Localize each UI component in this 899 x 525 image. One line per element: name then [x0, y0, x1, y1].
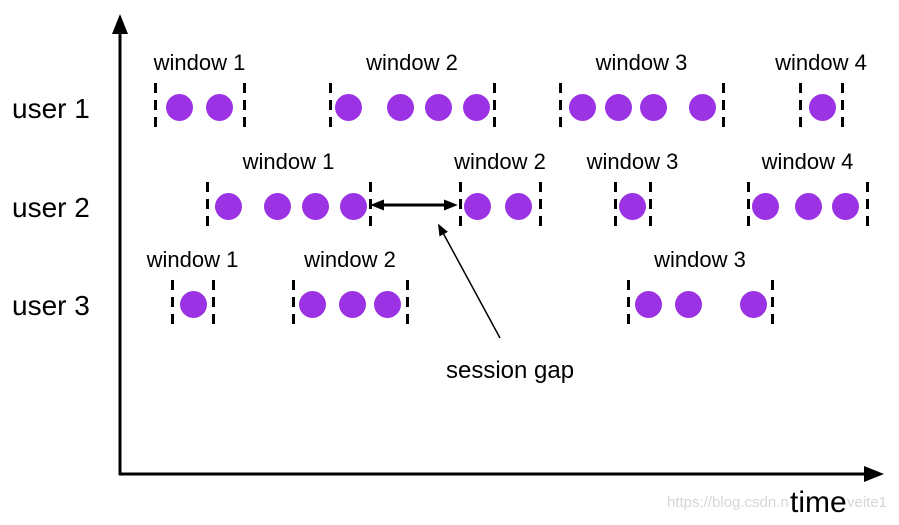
- event-dot: [831, 192, 859, 220]
- window-label: window 2: [366, 50, 458, 75]
- event-dot: [808, 93, 836, 121]
- window-label: window 1: [153, 50, 246, 75]
- event-dot: [568, 93, 596, 121]
- event-dot: [301, 192, 329, 220]
- event-dot: [373, 290, 401, 318]
- window-end-boundary: [492, 83, 496, 133]
- window-label: window 3: [595, 50, 688, 75]
- window-label: window 1: [146, 247, 239, 272]
- window-end-boundary: [840, 83, 844, 133]
- window-end-boundary: [865, 182, 869, 232]
- event-dot: [386, 93, 414, 121]
- session-gap-pointer-arrow: [437, 223, 501, 339]
- event-dot: [739, 290, 767, 318]
- window-end-boundary: [770, 280, 774, 330]
- event-dot: [205, 93, 233, 121]
- watermark-url-suffix: veite1: [847, 494, 888, 511]
- window-start-boundary: [626, 280, 630, 330]
- watermark-url-text: https://blog.csdn.n: [667, 494, 789, 511]
- window-start-boundary: [613, 182, 617, 232]
- window-label: window 4: [775, 50, 867, 75]
- event-dot: [334, 93, 362, 121]
- window-end-boundary: [368, 182, 372, 232]
- window-start-boundary: [291, 280, 295, 330]
- window-start-boundary: [798, 83, 802, 133]
- window-start-boundary: [153, 83, 157, 133]
- event-dot: [463, 192, 491, 220]
- event-dot: [179, 290, 207, 318]
- event-dot: [214, 192, 242, 220]
- event-dot: [618, 192, 646, 220]
- window-end-boundary: [405, 280, 409, 330]
- event-dot: [604, 93, 632, 121]
- event-dot: [504, 192, 532, 220]
- window-end-boundary: [538, 182, 542, 232]
- session-gap-label: session gap: [446, 357, 575, 384]
- window-start-boundary: [205, 182, 209, 232]
- time-axis-label: time: [790, 486, 847, 519]
- event-dot: [339, 192, 367, 220]
- window-label: window 2: [304, 247, 396, 272]
- event-dot: [794, 192, 822, 220]
- window-end-boundary: [242, 83, 246, 133]
- user-label: user 2: [12, 192, 90, 223]
- window-start-boundary: [458, 182, 462, 232]
- window-label: window 2: [454, 149, 546, 174]
- event-dot: [424, 93, 452, 121]
- window-label: window 3: [586, 149, 679, 174]
- window-label: window 4: [761, 149, 854, 174]
- event-dot: [639, 93, 667, 121]
- event-dot: [634, 290, 662, 318]
- window-end-boundary: [211, 280, 215, 330]
- event-dot: [462, 93, 490, 121]
- event-dot: [674, 290, 702, 318]
- window-label: window 1: [242, 149, 335, 174]
- event-dot: [263, 192, 291, 220]
- user-label: user 1: [12, 93, 90, 124]
- event-dot: [165, 93, 193, 121]
- window-start-boundary: [746, 182, 750, 232]
- event-dot: [298, 290, 326, 318]
- user-label: user 3: [12, 290, 90, 321]
- window-label: window 3: [654, 247, 746, 272]
- event-dot: [688, 93, 716, 121]
- window-end-boundary: [648, 182, 652, 232]
- window-end-boundary: [721, 83, 725, 133]
- window-start-boundary: [558, 83, 562, 133]
- event-dot: [338, 290, 366, 318]
- window-start-boundary: [328, 83, 332, 133]
- event-dot: [751, 192, 779, 220]
- window-start-boundary: [170, 280, 174, 330]
